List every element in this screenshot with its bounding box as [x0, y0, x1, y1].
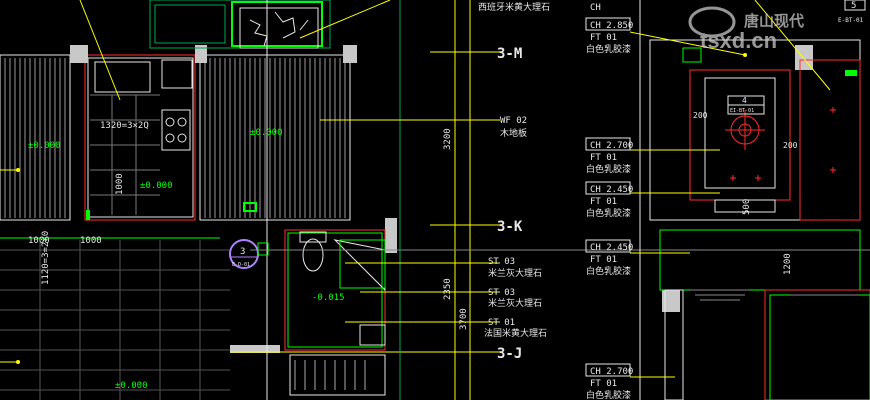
axis-label-3m: 3-M — [497, 46, 522, 62]
vertical-dimensions: 3200 2350 3700 1000 1120=3=2×0 1200 500 — [41, 128, 793, 330]
central-room-wood-floor — [199, 54, 351, 221]
ceiling-note-4-name: 白色乳胶漆 — [586, 265, 631, 277]
kitchen-area — [84, 54, 196, 221]
dim-1000-kitchen: 1000 — [115, 173, 125, 195]
ceiling-marker-sheet: EI-BT-01 — [730, 108, 754, 114]
note-top: 西班牙米黄大理石 — [478, 1, 550, 13]
dim-3200: 3200 — [443, 128, 453, 150]
ceiling-note-frames — [585, 0, 866, 377]
watermark-brand: 唐山现代 — [744, 12, 804, 30]
dim-1000-a: 1000 — [28, 236, 50, 246]
note-st3-name: 法国米黄大理石 — [484, 327, 547, 339]
note-st1-name: 米兰灰大理石 — [488, 267, 542, 279]
ceiling-plan — [639, 0, 870, 400]
level-5: ±0.000 — [115, 381, 148, 391]
floor-tile-grid — [0, 240, 230, 400]
bathroom-area — [284, 229, 386, 396]
level-2: ±0.000 — [250, 128, 283, 138]
ceiling-marker-number: 4 — [742, 96, 747, 105]
level-1: ±0.000 — [28, 141, 61, 151]
note-st3-code: ST 01 — [488, 318, 515, 328]
ceiling-note-5-name: 白色乳胶漆 — [586, 389, 631, 400]
misc-symbols — [16, 53, 747, 364]
note-wf-name: 木地板 — [500, 127, 527, 139]
horizontal-dimensions: 1000 1000 1320=3×2Q — [0, 121, 220, 246]
dim-500: 500 — [742, 199, 752, 215]
dim-200-right: 200 — [783, 141, 798, 150]
wall-columns — [70, 45, 813, 353]
ceiling-note-2-ch: CH 2.700 — [590, 141, 633, 151]
ceiling-note-1-ft: FT 01 — [590, 33, 617, 43]
ceiling-note-2-name: 白色乳胶漆 — [586, 163, 631, 175]
ceiling-note-3-name: 白色乳胶漆 — [586, 207, 631, 219]
dim-200-left: 200 — [693, 111, 708, 120]
ceiling-note-1-name: 白色乳胶漆 — [586, 43, 631, 55]
dim-1000-b: 1000 — [80, 236, 102, 246]
axis-label-3j: 3-J — [497, 346, 522, 362]
kitchen-grid-dim: 1320=3×2Q — [100, 121, 149, 131]
detail-marker-sheet: E-D-01 — [232, 262, 250, 268]
ceiling-note-4-ch: CH 2.450 — [590, 243, 633, 253]
dim-2350: 2350 — [443, 278, 453, 300]
ceiling-note-leaders — [629, 0, 831, 378]
note-wf-code: WF 02 — [500, 116, 527, 126]
watermark-site: tsxd.cn — [700, 28, 777, 53]
ceiling-notes: CH 5 E-BT-01 CH 2.850 FT 01 白色乳胶漆 CH 2.7… — [586, 1, 864, 400]
axis-labels: 3-M 3-K 3-J — [497, 46, 523, 362]
axis-label-3k: 3-K — [497, 219, 523, 235]
ceiling-note-5-ft: FT 01 — [590, 379, 617, 389]
watermark-logo: 唐山现代 tsxd.cn — [688, 6, 804, 53]
dim-3700: 3700 — [459, 308, 469, 330]
ceiling-note-4-ft: FT 01 — [590, 255, 617, 265]
ceiling-note-5-ch: CH 2.700 — [590, 367, 633, 377]
detail-marker[interactable]: 3 E-D-01 — [229, 239, 259, 269]
balcony-planter — [149, 0, 331, 49]
note-st2-name: 米兰灰大理石 — [488, 297, 542, 309]
dim-1120: 1120=3=2×0 — [41, 231, 51, 285]
dim-1200: 1200 — [783, 253, 793, 275]
note-st2-code: ST 03 — [488, 288, 515, 298]
ceiling-note-2-ft: FT 01 — [590, 153, 617, 163]
ceiling-note-3-ch: CH 2.450 — [590, 185, 633, 195]
ceiling-marker: 4 EI-BT-01 200 200 — [693, 95, 798, 150]
level-3: ±0.000 — [140, 181, 173, 191]
ceiling-note-3-ft: FT 01 — [590, 197, 617, 207]
material-notes: 西班牙米黄大理石 WF 02 木地板 ST 03 米兰灰大理石 ST 03 米兰… — [478, 1, 550, 339]
note-st1-code: ST 03 — [488, 257, 515, 267]
level-markers: ±0.000 ±0.000 ±0.000 -0.015 ±0.000 — [28, 128, 345, 391]
ceiling-top-partial: CH — [590, 3, 601, 13]
left-room-wood-floor — [0, 54, 71, 221]
detail-marker-number: 3 — [240, 247, 245, 257]
sheet-code: E-BT-01 — [838, 17, 864, 24]
ceiling-note-1-ch: CH 2.850 — [590, 21, 633, 31]
material-leaders — [0, 0, 500, 363]
corner-number: 5 — [851, 1, 856, 11]
grid-axis-lines — [230, 0, 500, 400]
level-4: -0.015 — [312, 293, 345, 303]
